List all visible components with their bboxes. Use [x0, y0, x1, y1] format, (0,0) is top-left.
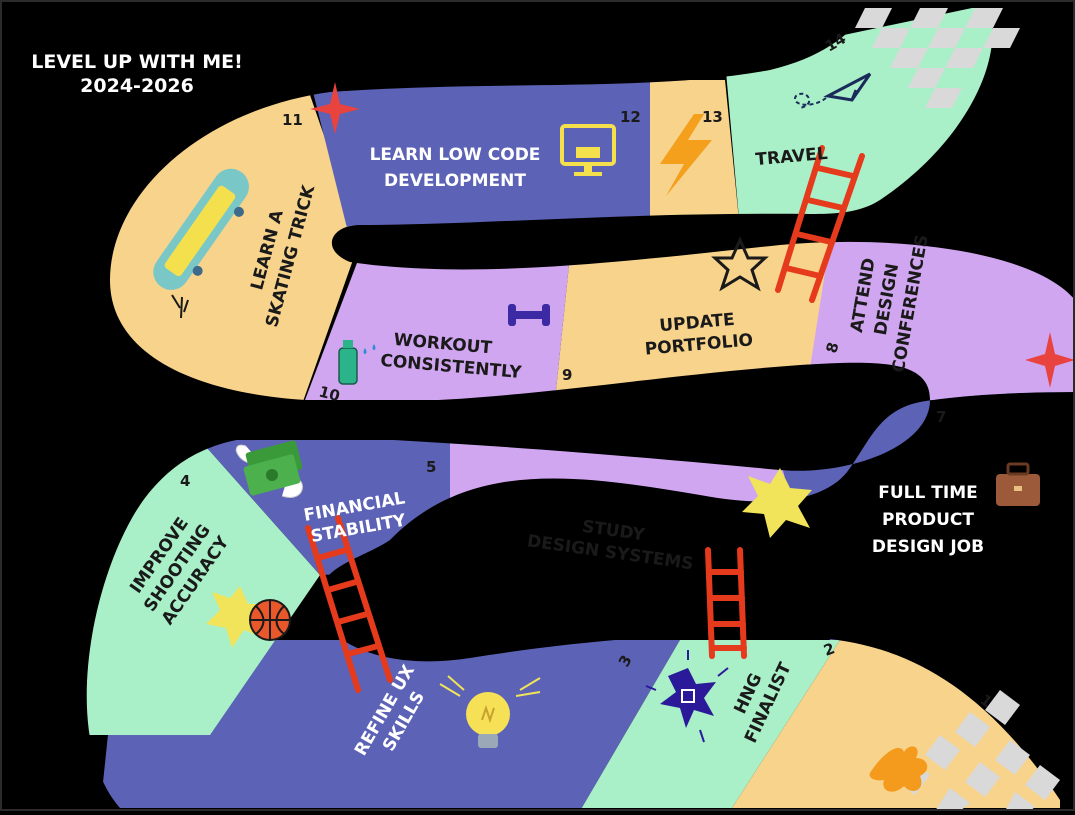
lightbulb-icon: [439, 675, 541, 748]
burst-icon: [742, 468, 812, 538]
tile-number-11: 11: [282, 111, 303, 129]
ladder-icon: [305, 515, 393, 693]
sparkle-icon: [1025, 332, 1075, 388]
water-bottle-icon: [338, 340, 376, 385]
tile-label-fulltime-2: PRODUCT: [882, 510, 974, 530]
sparkle-icon: [310, 82, 360, 134]
tile-number-10: 10: [317, 382, 342, 405]
board-title: LEVEL UP WITH ME! 2024-2026: [31, 51, 243, 97]
title-line-1: LEVEL UP WITH ME!: [31, 51, 243, 73]
tile-number-4: 4: [180, 472, 190, 490]
tile-number-12: 12: [620, 108, 641, 126]
briefcase-icon: [996, 462, 1040, 506]
tile-label-fulltime-1: FULL TIME: [878, 483, 977, 503]
tile-number-8: 8: [822, 340, 842, 355]
skateboard-icon: [153, 168, 249, 290]
road: [86, 8, 1075, 808]
title-line-2: 2024-2026: [80, 75, 194, 97]
star-outline-icon: [711, 236, 769, 292]
tile-label-fulltime-3: DESIGN JOB: [872, 537, 984, 557]
tile-number-13: 13: [702, 108, 723, 126]
hand-icon: [869, 746, 928, 792]
tile-number-7: 7: [936, 408, 946, 426]
ladder-icon: [705, 547, 747, 659]
lightning-icon: [660, 114, 712, 196]
flying-money-icon: [235, 440, 303, 498]
checkered-flag-top: [855, 8, 1020, 108]
tile-label-lowcode-2: DEVELOPMENT: [384, 171, 526, 191]
basketball-icon: [249, 599, 291, 641]
code-monitor-icon: [560, 124, 616, 176]
burst-icon: [206, 586, 268, 648]
tile-number-9: 9: [562, 366, 572, 384]
tile-number-5: 5: [426, 458, 436, 476]
ladder-icon: [775, 145, 865, 303]
hng-badge-icon: [645, 650, 729, 743]
dumbbell-icon: [508, 304, 550, 326]
paper-plane-icon: [793, 72, 872, 109]
tile-label-lowcode-1: LEARN LOW CODE: [370, 145, 541, 165]
